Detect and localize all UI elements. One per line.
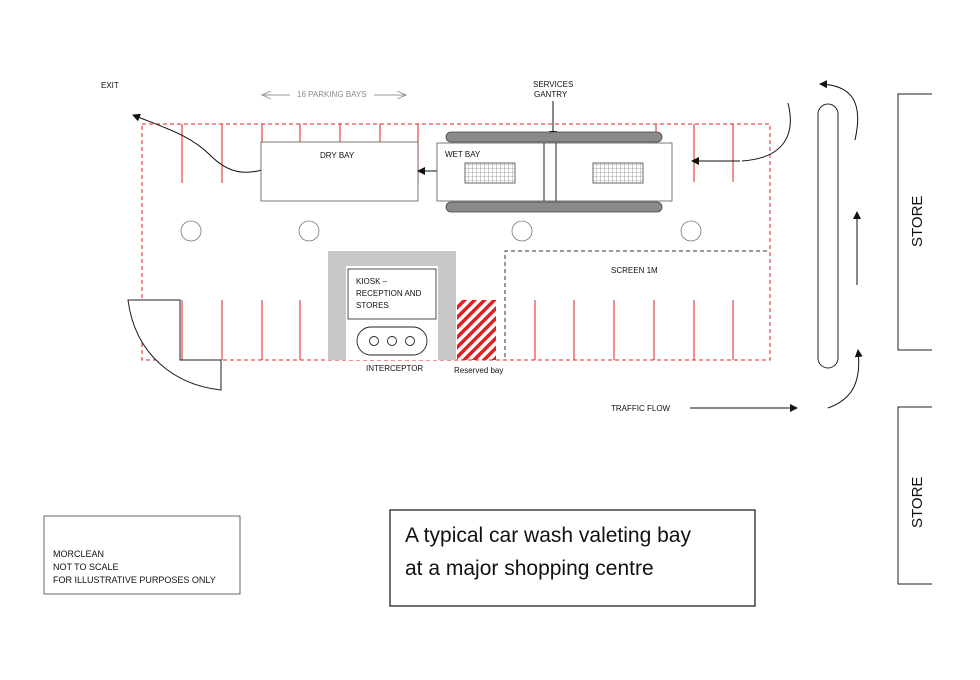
screen-outline xyxy=(504,250,770,357)
store-bottom xyxy=(897,406,932,585)
note-line-2: NOT TO SCALE xyxy=(53,562,119,572)
services-gantry-label-1: SERVICES xyxy=(533,80,573,89)
exit-path-arrow xyxy=(132,113,263,173)
store-bottom-label: STORE xyxy=(909,477,926,528)
interceptor-port-1 xyxy=(369,336,379,346)
wash-grille-right xyxy=(592,162,644,184)
note-box xyxy=(43,515,241,595)
interceptor-port-3 xyxy=(405,336,415,346)
store-top-label: STORE xyxy=(909,196,926,247)
kiosk-label-3: STORES xyxy=(356,301,389,310)
reserved-bay xyxy=(457,300,496,360)
note-line-1: MORCLEAN xyxy=(53,549,104,559)
parking-bays-label: 16 PARKING BAYS xyxy=(297,90,367,99)
parking-bays-label-bg xyxy=(290,88,374,100)
traffic-curve-top xyxy=(819,80,859,141)
caption-line-2: at a major shopping centre xyxy=(405,557,654,580)
interceptor-label: INTERCEPTOR xyxy=(366,364,423,373)
kiosk-label-1: KIOSK – xyxy=(356,277,388,286)
reserved-bay-label: Reserved bay xyxy=(454,366,503,375)
wet-bay-label: WET BAY xyxy=(445,150,481,159)
traffic-curve-bottom xyxy=(827,349,863,409)
caption-line-1: A typical car wash valeting bay xyxy=(405,524,691,547)
dry-bay-label: DRY BAY xyxy=(320,151,355,160)
kiosk-box xyxy=(347,268,437,320)
kiosk-label-2: RECEPTION AND xyxy=(356,289,422,298)
note-line-3: FOR ILLUSTRATIVE PURPOSES ONLY xyxy=(53,575,216,585)
bottom-parking-bay-lines xyxy=(181,300,734,360)
exit-label: EXIT xyxy=(101,81,119,90)
traffic-island xyxy=(817,103,839,369)
services-gantry-label-2: GANTRY xyxy=(534,90,568,99)
interceptor-port-2 xyxy=(387,336,397,346)
gantry-rail-bottom xyxy=(445,201,663,213)
dry-bay xyxy=(260,141,419,202)
caption-box xyxy=(389,509,756,607)
traffic-flow-label: TRAFFIC FLOW xyxy=(611,404,671,413)
store-top xyxy=(897,93,932,351)
gantry-rail-top xyxy=(445,131,663,143)
entry-curve-arrow xyxy=(741,102,791,162)
wash-grille-left xyxy=(464,162,516,184)
exit-gate xyxy=(127,299,222,391)
columns xyxy=(180,220,702,242)
screen-label: SCREEN 1M xyxy=(611,266,658,275)
